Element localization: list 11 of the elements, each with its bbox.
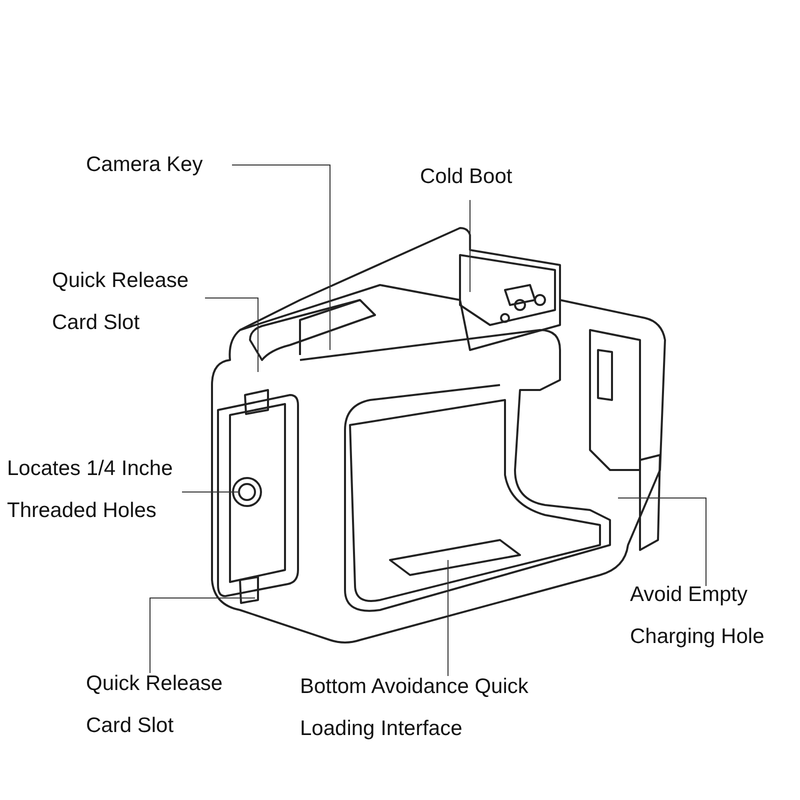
part-label: Bottom Avoidance Quick Loading Interface — [300, 666, 580, 750]
leader-line — [618, 498, 706, 586]
part-label: Avoid Empty Charging Hole — [630, 574, 795, 658]
part-label: Quick Release Card Slot — [52, 260, 222, 344]
part-label: Cold Boot — [420, 156, 560, 198]
part-label: Quick Release Card Slot — [86, 663, 256, 747]
leader-line — [232, 164, 330, 350]
part-label: Locates 1/4 Inche Threaded Holes — [7, 448, 192, 532]
part-label: Camera Key — [86, 144, 266, 186]
leader-line — [150, 598, 256, 674]
leader-line — [204, 298, 258, 372]
